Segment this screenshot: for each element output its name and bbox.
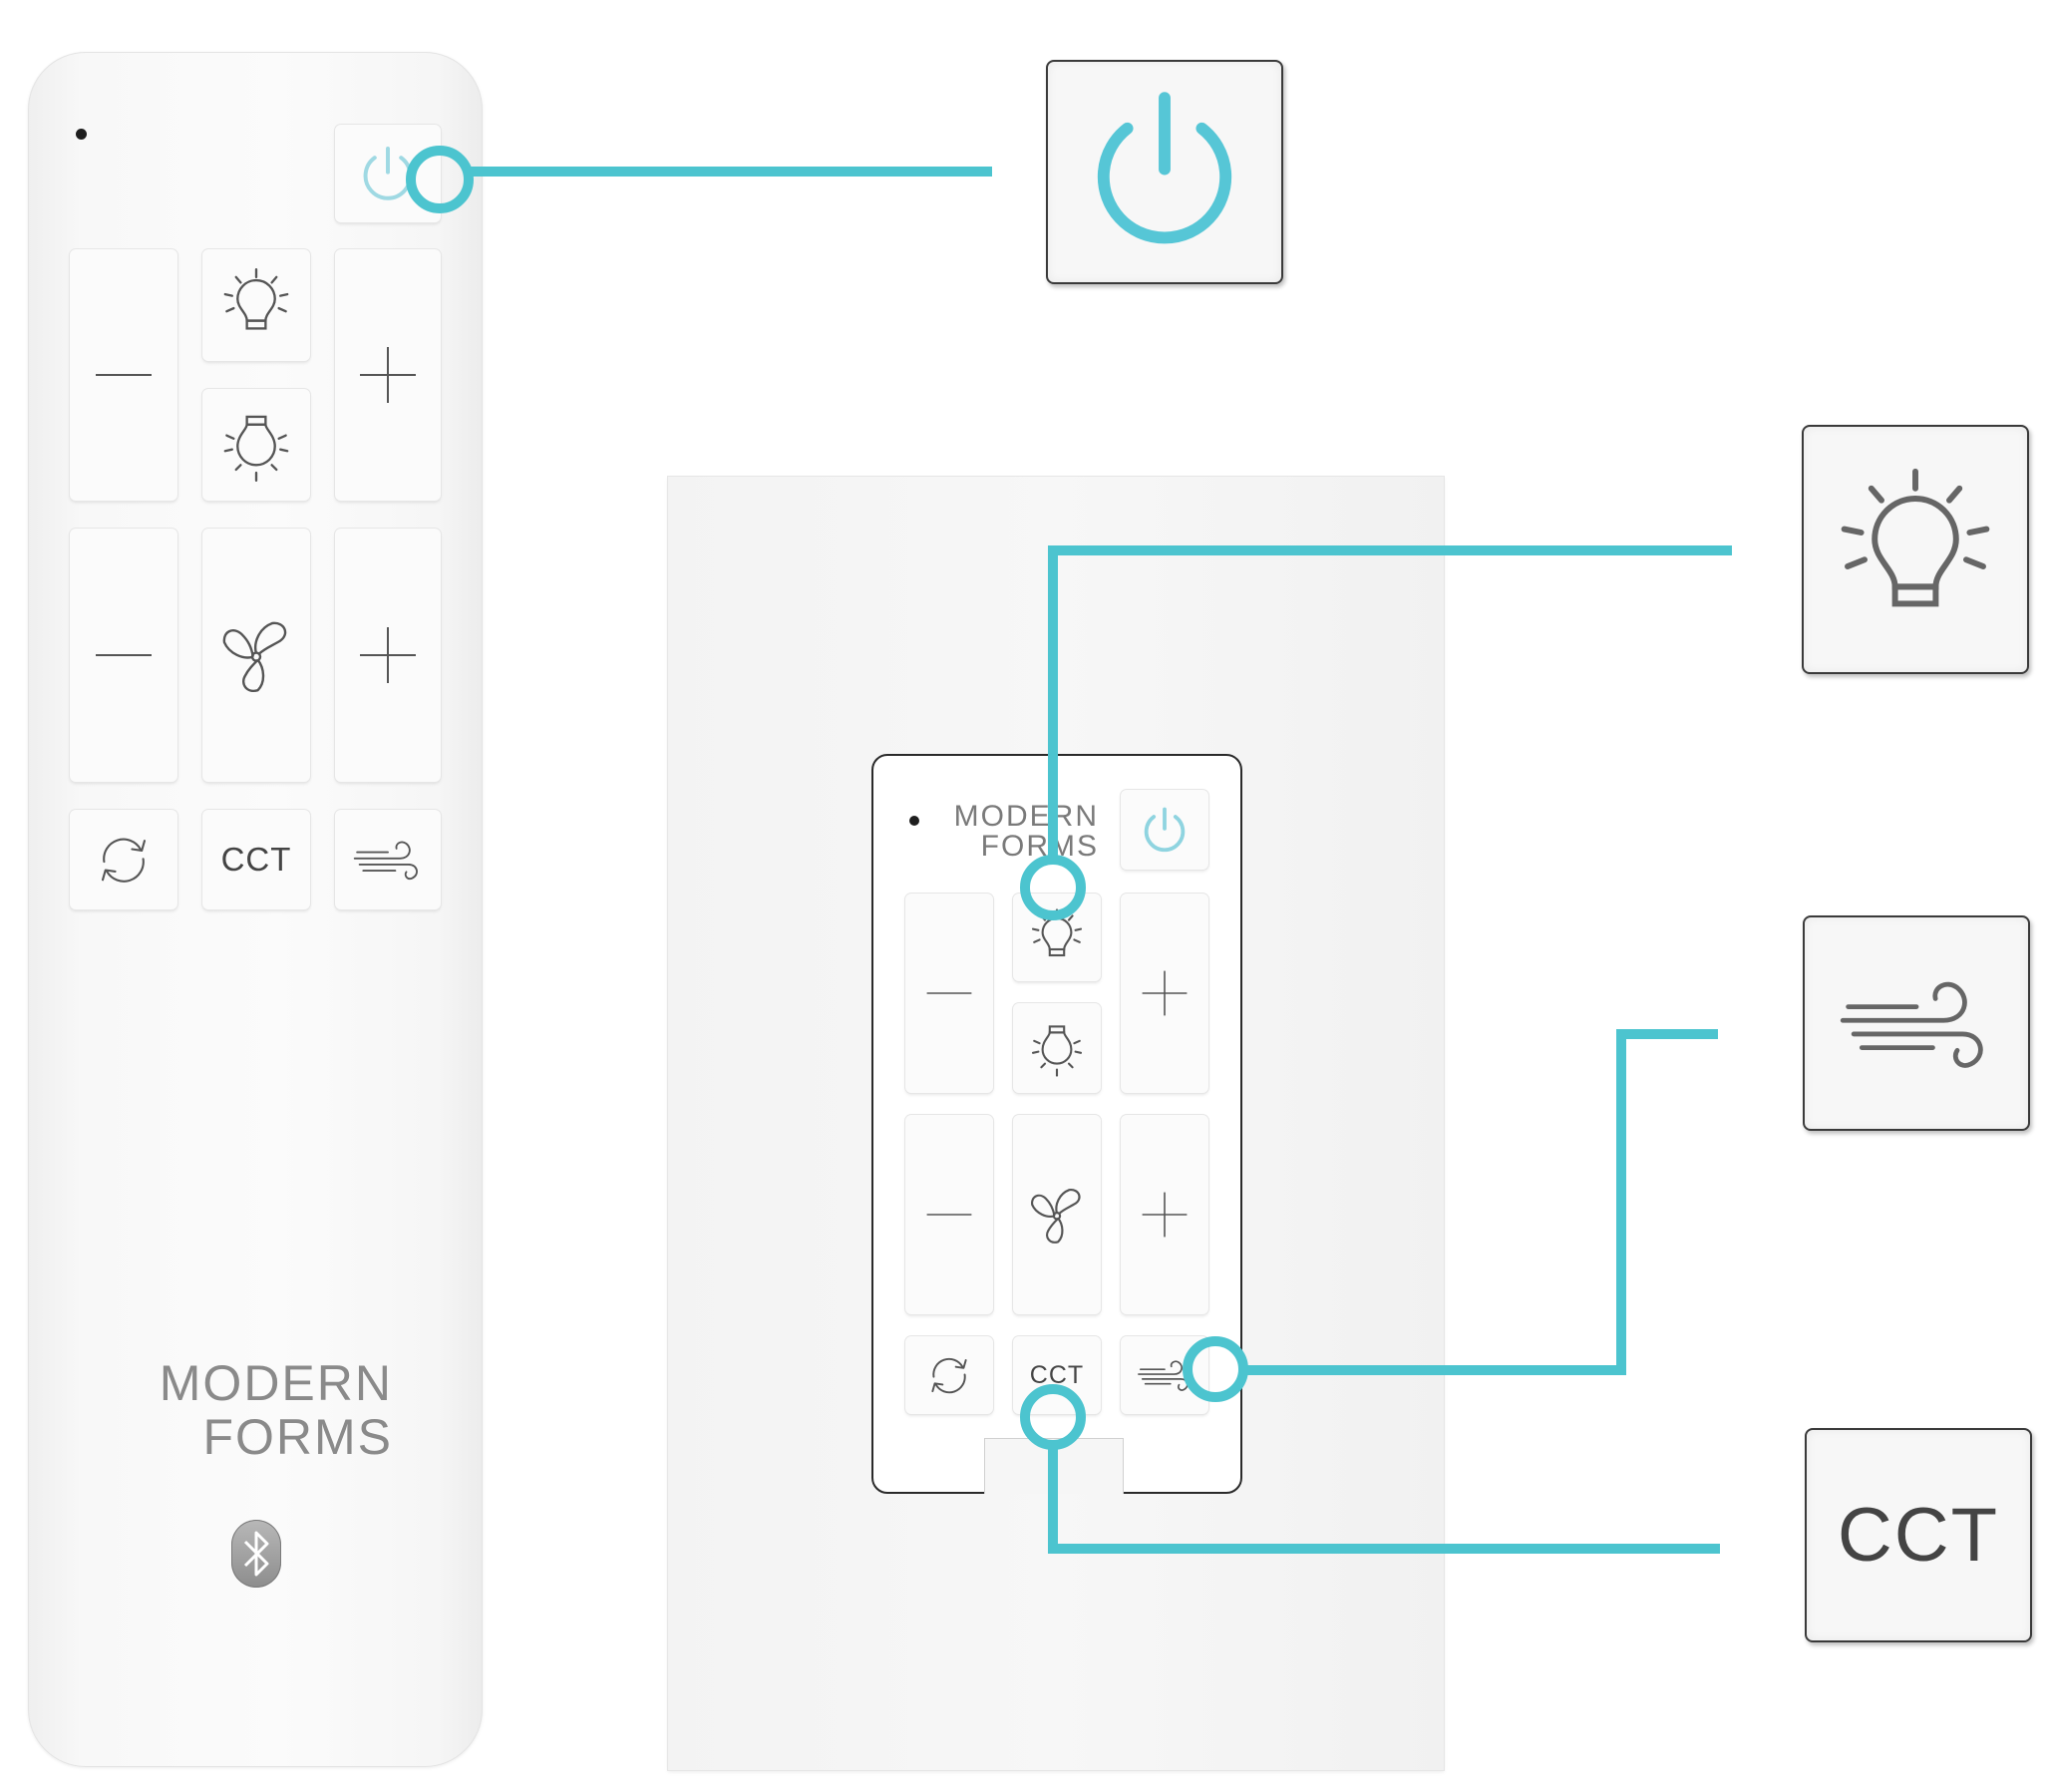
fan-icon [1031,1189,1081,1244]
connector-marker-power [406,146,474,213]
callout-power [1046,60,1283,284]
callout-light [1802,425,2029,674]
light-up-mode-button[interactable] [202,249,310,361]
connector-breeze [1241,1029,1718,1375]
plus-icon [1142,1192,1188,1238]
power-icon [1097,91,1232,243]
fan-speed-up-button[interactable] [1121,1115,1208,1314]
light-bulb-icon [1841,468,1990,607]
wind-icon [1840,981,1983,1068]
cct-label: CCT [1837,1493,2000,1578]
fan-speed-down-button[interactable] [70,529,177,782]
uplight-bulb-icon [223,267,289,330]
power-button[interactable] [1121,790,1208,870]
cct-button[interactable]: CCT [202,810,310,909]
minus-icon [926,992,972,994]
cct-label: CCT [1029,1360,1085,1389]
fan-speed-up-button[interactable] [335,529,441,782]
fan-reverse-button[interactable] [905,1336,993,1414]
connector-marker-cct [1020,1384,1086,1450]
reverse-rotation-icon [931,1357,967,1394]
indicator-led [909,816,919,826]
indicator-led [76,129,87,140]
light-down-mode-button[interactable] [202,389,310,501]
light-up-button[interactable] [335,249,441,501]
reverse-rotation-icon [101,838,147,883]
connector-marker-light [1020,855,1086,920]
plus-icon [360,627,416,683]
brand-logo: MODERN FORMS [953,800,1099,863]
plus-icon [360,347,416,403]
cct-button[interactable]: CCT [1013,1336,1101,1414]
fan-toggle-button[interactable] [202,529,310,782]
minus-icon [96,654,152,656]
downlight-bulb-icon [1031,1025,1083,1077]
breeze-mode-button[interactable] [335,810,441,909]
bluetooth-badge [231,1520,281,1588]
bluetooth-icon [243,1531,269,1577]
wind-icon [353,841,418,881]
power-icon [1144,807,1186,853]
light-up-button[interactable] [1121,894,1208,1093]
wind-icon [1138,1360,1189,1391]
fan-speed-down-button[interactable] [905,1115,993,1314]
callout-cct: CCT [1805,1428,2032,1642]
light-up-mode-button[interactable] [1013,894,1101,981]
plus-icon [1142,970,1188,1016]
light-down-button[interactable] [70,249,177,501]
connector-cct [1048,1446,1720,1554]
brand-logo: MODERN FORMS [159,1355,393,1465]
fan-toggle-button[interactable] [1013,1115,1101,1314]
connector-light [1048,545,1732,860]
downlight-bulb-icon [223,415,289,483]
minus-icon [96,374,152,376]
callout-breeze [1803,915,2030,1131]
fan-reverse-button[interactable] [70,810,177,909]
minus-icon [926,1214,972,1216]
cct-label: CCT [220,841,292,878]
fan-icon [222,621,287,693]
light-down-button[interactable] [905,894,993,1093]
connector-marker-breeze [1183,1336,1248,1402]
light-down-mode-button[interactable] [1013,1003,1101,1093]
